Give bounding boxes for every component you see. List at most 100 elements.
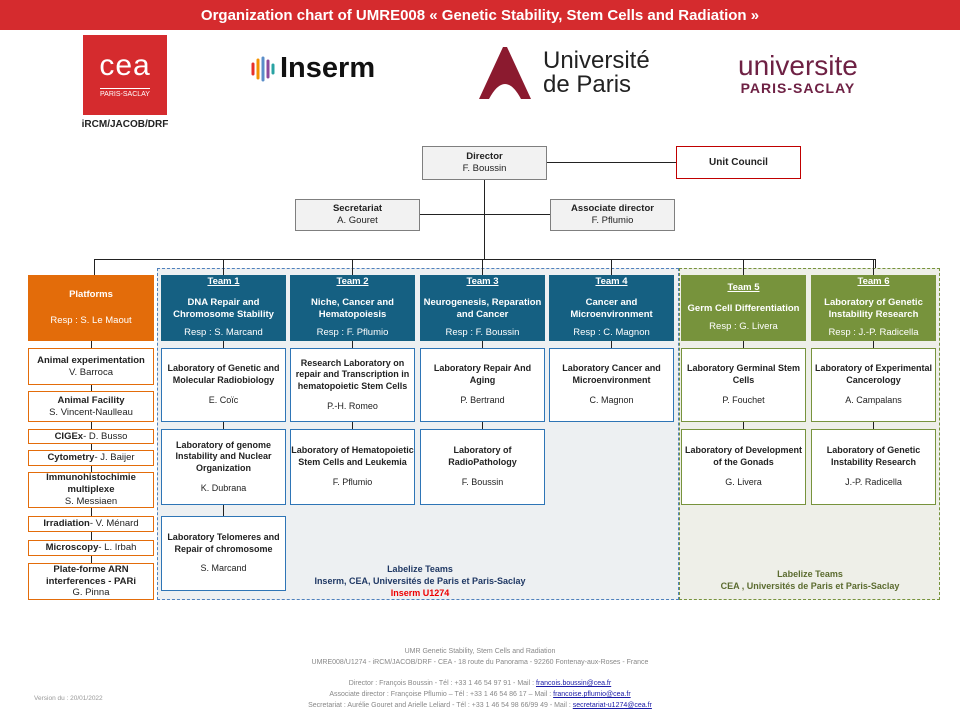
associate-email-link[interactable]: francoise.pflumio@cea.fr	[553, 691, 631, 698]
lab-name: Laboratory of RadioPathology	[448, 445, 517, 468]
platform-item: Cytometry - J. Baijer	[28, 450, 154, 466]
lab-name: Laboratory Germinal Stem Cells	[686, 363, 801, 386]
team-name: Cancer and Microenvironment	[570, 296, 653, 320]
footer-unit-name: UMR Genetic Stability, Stem Cells and Ra…	[404, 648, 556, 655]
lab-head: P. Bertrand	[460, 394, 505, 405]
platform-person: V. Barroca	[68, 366, 113, 378]
secretariat-email-link[interactable]: secretariat-u1274@cea.fr	[572, 702, 652, 709]
lab-name: Laboratory of Development of the Gonads	[684, 445, 803, 468]
unit-council-box: Unit Council	[676, 146, 801, 179]
inserm-mark-icon	[251, 56, 275, 81]
team-header: Team 3 Neurogenesis, Reparation and Cance…	[420, 275, 545, 341]
team-label: Team 6	[857, 276, 890, 288]
inserm-logo: Inserm	[250, 52, 375, 85]
platform-person: - L. Irbah	[98, 542, 137, 554]
lab-head: P.-H. Romeo	[327, 400, 378, 411]
team-resp: Resp : S. Marcand	[184, 327, 263, 339]
team-resp: Resp : C. Magnon	[573, 327, 650, 339]
lab-head: A. Campalans	[845, 394, 902, 405]
lab-name: Laboratory of Genetic Instability Resear…	[826, 445, 921, 468]
platform-name: Immunohistochimie multiplexe	[46, 472, 136, 496]
lab-box: Laboratory Telomeres and Repair of chrom…	[161, 516, 286, 591]
platform-name: Cytometry	[47, 452, 95, 464]
lab-box: Laboratory of Genetic Instability Resear…	[811, 429, 936, 505]
platform-name: Irradiation	[43, 518, 90, 530]
team-resp: Resp : F. Pflumio	[316, 327, 389, 339]
platform-person: - J. Baijer	[94, 452, 135, 464]
lab-box: Laboratory of genome Instability and Nuc…	[161, 429, 286, 505]
team-connector	[482, 259, 483, 275]
page-title: Organization chart of UMRE008 « Genetic …	[0, 0, 960, 30]
team-label: Team 3	[466, 276, 499, 288]
platform-name: CIGEx	[54, 430, 84, 442]
footer-associate: Associate director : Françoise Pflumio –…	[329, 691, 631, 698]
team-resp: Resp : G. Livera	[709, 321, 778, 333]
lab-name: Laboratory of Hematopoietic Stem Cells a…	[291, 445, 414, 468]
team-name: DNA Repair and Chromosome Stability	[173, 296, 274, 320]
eiffel-arch-icon	[479, 47, 531, 99]
team-connector	[743, 259, 744, 275]
lab-name: Laboratory Cancer and Microenvironment	[562, 363, 661, 386]
version-date: Version du : 20/01/2022	[34, 695, 103, 702]
lab-head: E. Coïc	[208, 394, 239, 405]
platform-item: Irradiation - V. Ménard	[28, 516, 154, 532]
lab-name: Research Laboratory on repair and Transc…	[295, 357, 410, 391]
team-name: Neurogenesis, Reparation and Cancer	[423, 296, 542, 320]
team-label: Team 4	[595, 276, 628, 288]
lab-box: Laboratory of Genetic and Molecular Radi…	[161, 348, 286, 422]
lab-connector	[223, 341, 224, 516]
lab-name: Laboratory Telomeres and Repair of chrom…	[167, 531, 280, 554]
lab-head: P. Fouchet	[722, 394, 765, 405]
lab-box: Research Laboratory on repair and Transc…	[290, 348, 415, 422]
platform-name: Microscopy	[45, 542, 99, 554]
lab-head: J.-P. Radicella	[845, 476, 902, 487]
lab-head: K. Dubrana	[200, 482, 247, 493]
platform-person: S. Messiaen	[64, 495, 118, 507]
lab-name: Laboratory of genome Instability and Nuc…	[175, 439, 272, 473]
lab-box: Laboratory Germinal Stem Cells P. Fouchet	[681, 348, 806, 422]
footer-address: UMRE008/U1274 - iRCM/JACOB/DRF - CEA - 1…	[311, 659, 649, 666]
platform-item: Microscopy - L. Irbah	[28, 540, 154, 556]
platform-name: Animal experimentation	[37, 354, 145, 366]
footer-secretariat: Secretariat : Aurélie Gouret and Arielle…	[308, 702, 652, 709]
team-resp: Resp : J.-P. Radicella	[828, 327, 919, 339]
team-name: Germ Cell Differentiation	[687, 302, 800, 314]
team-connector	[611, 259, 612, 275]
platform-name: Animal Facility	[57, 394, 125, 406]
lab-box: Laboratory of Hematopoietic Stem Cells a…	[290, 429, 415, 505]
lab-name: Laboratory of Experimental Cancerology	[814, 363, 933, 386]
team-connector	[873, 259, 874, 275]
platform-item: CIGEx - D. Busso	[28, 429, 154, 444]
team-label: Team 1	[207, 276, 240, 288]
cea-logo: cea PARIS-SACLAY	[83, 35, 167, 115]
lab-connector	[611, 341, 612, 348]
team-name: Niche, Cancer and Hematopoiesis	[311, 296, 394, 320]
lab-name: Laboratory Repair And Aging	[433, 363, 532, 386]
team-resp: Resp : F. Boussin	[445, 327, 520, 339]
director-email-link[interactable]: francois.boussin@cea.fr	[536, 680, 612, 687]
platform-person: - V. Ménard	[89, 518, 139, 530]
cea-caption: iRCM/JACOB/DRF	[81, 119, 169, 130]
lab-head: G. Livera	[725, 476, 762, 487]
lab-head: S. Marcand	[200, 563, 247, 574]
team-connector	[352, 259, 353, 275]
universite-paris-saclay-logo: universite PARIS-SACLAY	[738, 50, 858, 97]
platform-name: Plate-forme ARN interferences - PARi	[45, 563, 137, 587]
lab-head: C. Magnon	[589, 394, 634, 405]
platform-person: - D. Busso	[83, 430, 128, 442]
